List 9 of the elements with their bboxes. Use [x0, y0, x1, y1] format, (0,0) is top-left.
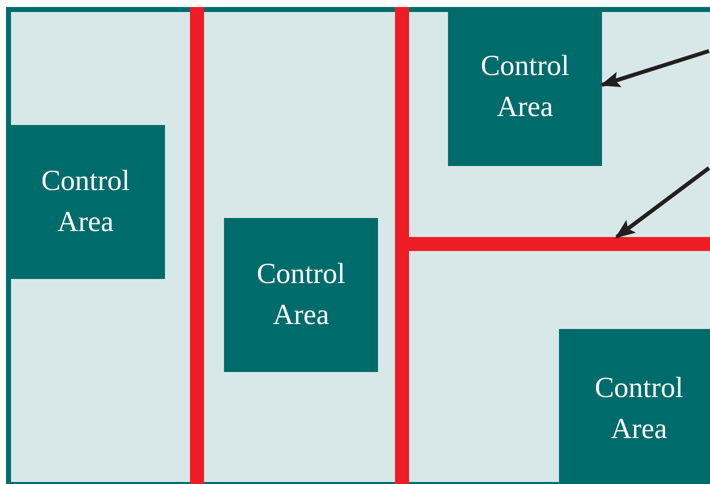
- area-label: Control Area: [40, 164, 131, 240]
- control-area-box: [559, 329, 710, 484]
- control-area-box: [224, 218, 378, 372]
- arrow: [615, 166, 710, 239]
- area-label: Control Area: [480, 48, 570, 124]
- floor-area: [6, 7, 710, 484]
- arrow: [600, 49, 710, 88]
- area-label: Control Area: [256, 257, 346, 333]
- area-label: Control Area: [594, 371, 684, 447]
